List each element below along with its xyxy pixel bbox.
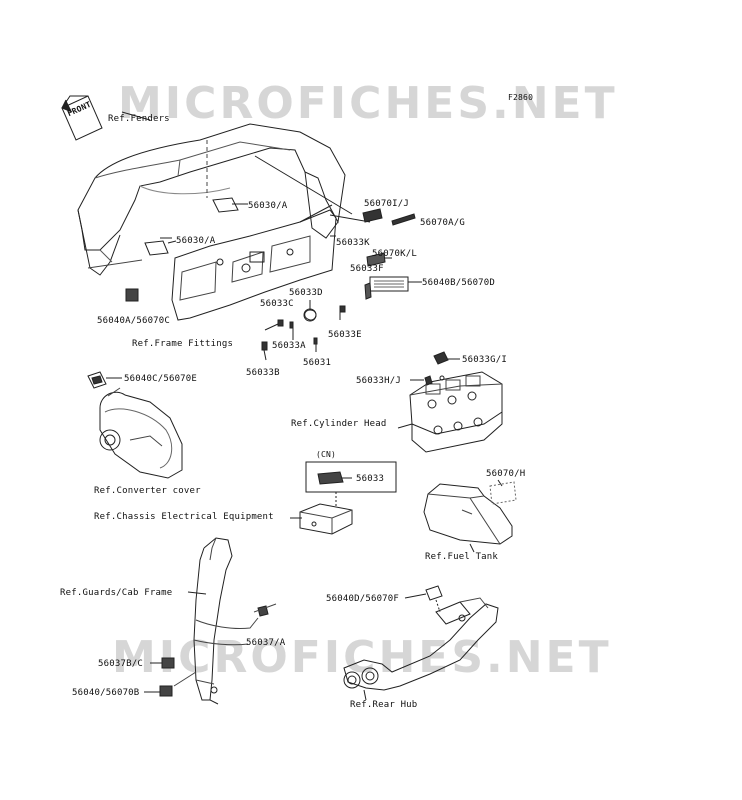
- part-56033d-label[interactable]: 56033D: [289, 288, 323, 298]
- part-56040a-56070c-label[interactable]: 56040A/56070C: [97, 316, 171, 326]
- cn-box: [305, 461, 397, 493]
- rear-hub-assembly: [343, 597, 499, 691]
- figure-code: F2860: [508, 93, 534, 102]
- ref-converter-cover-label[interactable]: Ref.Converter cover: [94, 486, 201, 496]
- part-56040c-56070e-label[interactable]: 56040C/56070E: [124, 374, 198, 384]
- frame-fittings-panel: [171, 204, 337, 321]
- part-56040-56070b-label[interactable]: 56040/56070B: [72, 688, 140, 698]
- watermark-top: MICROFICHES.NET: [118, 78, 618, 129]
- part-56030a-top-label[interactable]: 56030/A: [248, 201, 288, 211]
- part-56070h-label[interactable]: 56070/H: [486, 469, 526, 479]
- fuel-tank: [423, 483, 513, 545]
- part-56033-label[interactable]: 56033: [356, 474, 385, 484]
- part-56031-label[interactable]: 56031: [303, 358, 332, 368]
- ref-rear-hub-label[interactable]: Ref.Rear Hub: [350, 700, 418, 710]
- converter-cover: [99, 391, 183, 479]
- part-56033gi-label[interactable]: 56033G/I: [462, 355, 507, 365]
- ref-fuel-tank-label[interactable]: Ref.Fuel Tank: [425, 552, 499, 562]
- cab-frame: [193, 537, 259, 705]
- part-56040b-56070d-label[interactable]: 56040B/56070D: [422, 278, 496, 288]
- part-56033f-label[interactable]: 56033F: [350, 264, 384, 274]
- part-56033e-label[interactable]: 56033E: [328, 330, 362, 340]
- part-56033hj-label[interactable]: 56033H/J: [356, 376, 401, 386]
- part-56033k-label[interactable]: 56033K: [336, 238, 370, 248]
- ref-cylinder-head-label[interactable]: Ref.Cylinder Head: [291, 419, 387, 429]
- part-56037bc-label[interactable]: 56037B/C: [98, 659, 143, 669]
- cylinder-head: [397, 371, 503, 453]
- ref-chassis-electrical-label[interactable]: Ref.Chassis Electrical Equipment: [94, 512, 274, 522]
- part-56033b-label[interactable]: 56033B: [246, 368, 280, 378]
- part-56070kl-label[interactable]: 56070K/L: [372, 249, 417, 259]
- part-56030a-left-label[interactable]: 56030/A: [176, 236, 216, 246]
- cn-label: (CN): [316, 450, 337, 459]
- ref-guards-cab-frame-label[interactable]: Ref.Guards/Cab Frame: [60, 588, 173, 598]
- part-56040d-56070f-label[interactable]: 56040D/56070F: [326, 594, 400, 604]
- front-arrow-icon: [61, 95, 103, 141]
- fender-assembly: [77, 123, 346, 276]
- ref-fenders-label[interactable]: Ref.Fenders: [108, 114, 170, 124]
- part-56070ag-label[interactable]: 56070A/G: [420, 218, 465, 228]
- part-56033c-label[interactable]: 56033C: [260, 299, 294, 309]
- ref-frame-fittings-label[interactable]: Ref.Frame Fittings: [132, 339, 234, 349]
- chassis-electrical-box: [299, 503, 353, 535]
- part-56070ij-label[interactable]: 56070I/J: [364, 199, 409, 209]
- part-56037a-label[interactable]: 56037/A: [246, 638, 286, 648]
- part-56033a-label[interactable]: 56033A: [272, 341, 306, 351]
